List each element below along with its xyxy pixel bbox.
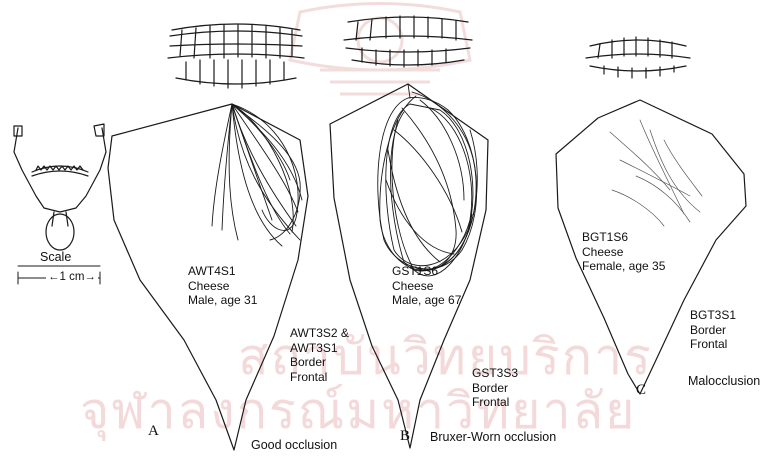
chew-label-a: AWT4S1 Cheese Male, age 31 <box>188 264 257 308</box>
occlusion-caption-a: Good occlusion <box>251 438 337 452</box>
panel-letter-a: A <box>148 423 159 440</box>
chew-loops-b <box>378 84 478 276</box>
teeth-sketch-b <box>344 16 472 67</box>
scale-measure: ←1 cm→ <box>46 270 98 285</box>
border-label-a: AWT3S2 & AWT3S1 Border Frontal <box>290 326 349 384</box>
occlusion-caption-c: Malocclusion <box>688 374 760 388</box>
chew-strokes-a <box>212 104 302 246</box>
border-label-b: GST3S3 Border Frontal <box>472 366 518 410</box>
teeth-sketch-a <box>168 24 304 88</box>
chew-strokes-c <box>610 120 702 226</box>
chew-label-c: BGT1S6 Cheese Female, age 35 <box>582 230 665 274</box>
panel-letter-c: C <box>636 382 646 399</box>
scale-label: Scale <box>40 250 71 265</box>
teeth-sketch-c <box>586 37 690 78</box>
occlusion-caption-b: Bruxer-Worn occlusion <box>430 430 556 444</box>
panel-letter-b: B <box>400 428 410 445</box>
chew-label-b: GST1S6 Cheese Male, age 67 <box>392 264 461 308</box>
border-label-c: BGT3S1 Border Frontal <box>690 308 736 352</box>
